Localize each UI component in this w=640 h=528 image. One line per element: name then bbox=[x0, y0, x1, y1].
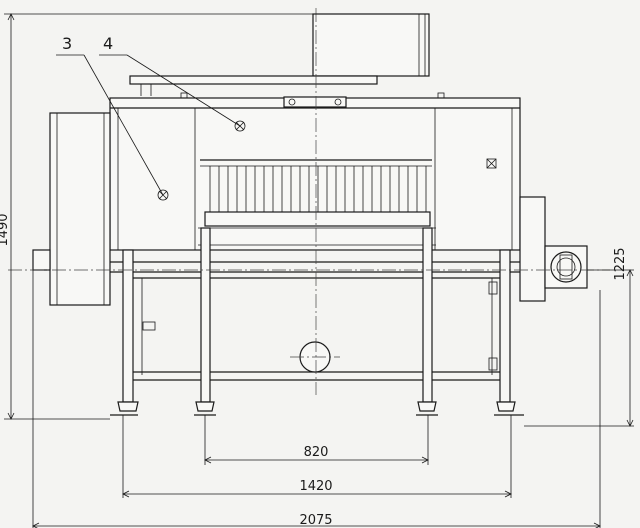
left-drum bbox=[32, 112, 111, 306]
dim-total-width: 2075 bbox=[32, 270, 601, 528]
round-port bbox=[290, 341, 340, 373]
dim-820-label: 820 bbox=[304, 445, 329, 460]
dim-axis-height: 1225 bbox=[524, 247, 634, 427]
marker-right-symbol bbox=[486, 158, 497, 169]
comb-assembly bbox=[198, 159, 436, 246]
main-body bbox=[109, 92, 521, 251]
callout-4-label: 4 bbox=[103, 34, 113, 53]
dim-1225-label: 1225 bbox=[613, 247, 628, 280]
legs bbox=[122, 227, 511, 403]
callout-3: 3 bbox=[56, 34, 164, 196]
callout-3-label: 3 bbox=[62, 34, 72, 53]
dim-1420-label: 1420 bbox=[299, 479, 332, 494]
feet bbox=[110, 401, 524, 416]
dim-total-height: 1490 bbox=[0, 13, 320, 420]
dim-1490-label: 1490 bbox=[0, 213, 11, 246]
dim-2075-label: 2075 bbox=[299, 513, 332, 528]
lower-frame bbox=[110, 261, 520, 381]
center-lines bbox=[8, 8, 610, 395]
dim-inner-width: 820 bbox=[204, 415, 429, 465]
top-motor-housing bbox=[129, 13, 430, 96]
dim-leg-width: 1420 bbox=[122, 415, 512, 498]
right-gear-motor bbox=[519, 196, 588, 302]
callout-4: 4 bbox=[99, 34, 241, 127]
